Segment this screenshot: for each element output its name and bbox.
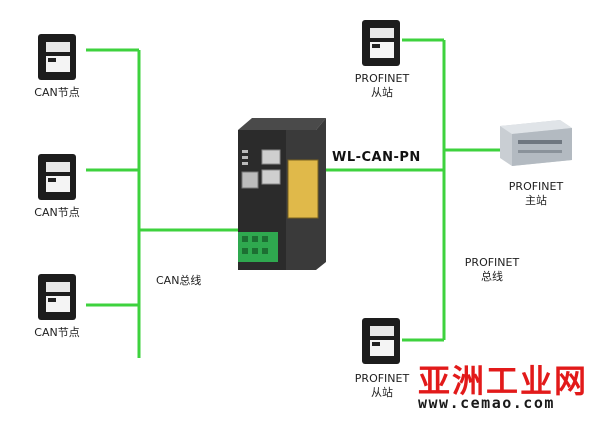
profinet-master-line1: PROFINET — [508, 180, 564, 193]
profinet-bus-line2: 总线 — [481, 270, 503, 283]
profinet-master-plc — [500, 120, 572, 166]
can-bus-label: CAN总线 — [156, 274, 202, 287]
profinet-slave-bottom-line1: PROFINET — [354, 372, 410, 385]
profinet-slave-bottom-label: PROFINET 从站 — [355, 372, 409, 400]
profinet-bus-line1: PROFINET — [464, 256, 520, 269]
profinet-slave-top-line2: 从站 — [371, 86, 393, 99]
profinet-master-line2: 主站 — [525, 194, 547, 207]
profinet-slave-top-label: PROFINET 从站 — [355, 72, 409, 100]
profinet-slave-device-top — [362, 20, 400, 66]
profinet-master-label: PROFINET 主站 — [509, 180, 563, 208]
can-node-label-2: CAN节点 — [34, 206, 80, 219]
gateway-device — [238, 118, 326, 270]
can-node-label-3: CAN节点 — [34, 326, 80, 339]
watermark-url: www.cemao.com — [418, 394, 555, 412]
profinet-bus-label: PROFINET 总线 — [465, 256, 519, 284]
can-node-device-1 — [38, 34, 76, 80]
watermark-title: 亚洲工业网 — [418, 362, 589, 400]
profinet-slave-device-bottom — [362, 318, 400, 364]
can-node-device-3 — [38, 274, 76, 320]
can-node-label-1: CAN节点 — [34, 86, 80, 99]
profinet-slave-top-line1: PROFINET — [354, 72, 410, 85]
profinet-slave-bottom-line2: 从站 — [371, 386, 393, 399]
gateway-label: WL-CAN-PN — [332, 150, 421, 165]
can-node-device-2 — [38, 154, 76, 200]
